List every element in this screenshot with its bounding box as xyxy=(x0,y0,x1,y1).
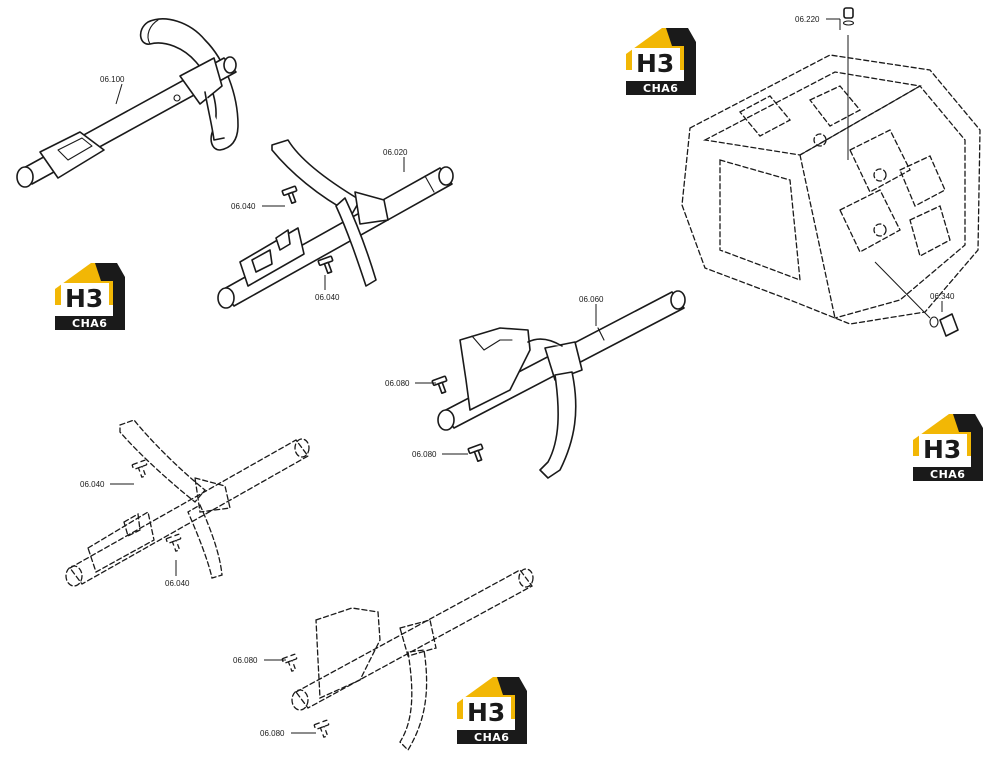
brand-logo: H3 CHA6 xyxy=(457,677,527,744)
shift-fork-assembly-06-020 xyxy=(217,139,454,309)
label-06-080-c: 06.080 xyxy=(233,656,258,665)
label-06-220: 06.220 xyxy=(795,15,820,24)
label-06-040-b: 06.040 xyxy=(315,293,340,302)
shift-fork-assembly-06-060 xyxy=(431,290,686,479)
logo-mark-text: H3 xyxy=(65,284,103,313)
logo-name-text: CHA6 xyxy=(643,82,678,95)
logo-name-text: CHA6 xyxy=(72,317,107,330)
label-06-040-a: 06.040 xyxy=(231,202,256,211)
label-06-340: 06.340 xyxy=(930,292,955,301)
label-06-080-b: 06.080 xyxy=(412,450,437,459)
leader-lines xyxy=(110,18,943,734)
logo-mark-text: H3 xyxy=(467,698,505,727)
label-06-060: 06.060 xyxy=(579,295,604,304)
shift-fork-assembly-dashed-06-080 xyxy=(281,568,534,752)
logo-name-text: CHA6 xyxy=(930,468,965,481)
logo-mark-text: H3 xyxy=(923,435,961,464)
logo-mark-text: H3 xyxy=(636,49,674,78)
logo-name-text: CHA6 xyxy=(474,731,509,744)
label-06-080-a: 06.080 xyxy=(385,379,410,388)
shift-rail-assembly-06-100 xyxy=(16,18,239,188)
label-06-020: 06.020 xyxy=(383,148,408,157)
label-06-040-c: 06.040 xyxy=(80,480,105,489)
label-06-040-d: 06.040 xyxy=(165,579,190,588)
shift-fork-assembly-dashed-06-040 xyxy=(65,419,310,587)
brand-logo: H3 CHA6 xyxy=(626,28,696,95)
brand-logo: H3 CHA6 xyxy=(913,414,983,481)
transmission-housing xyxy=(681,7,981,337)
label-06-080-d: 06.080 xyxy=(260,729,285,738)
label-06-100: 06.100 xyxy=(100,75,125,84)
brand-logo: H3 CHA6 xyxy=(55,263,125,330)
